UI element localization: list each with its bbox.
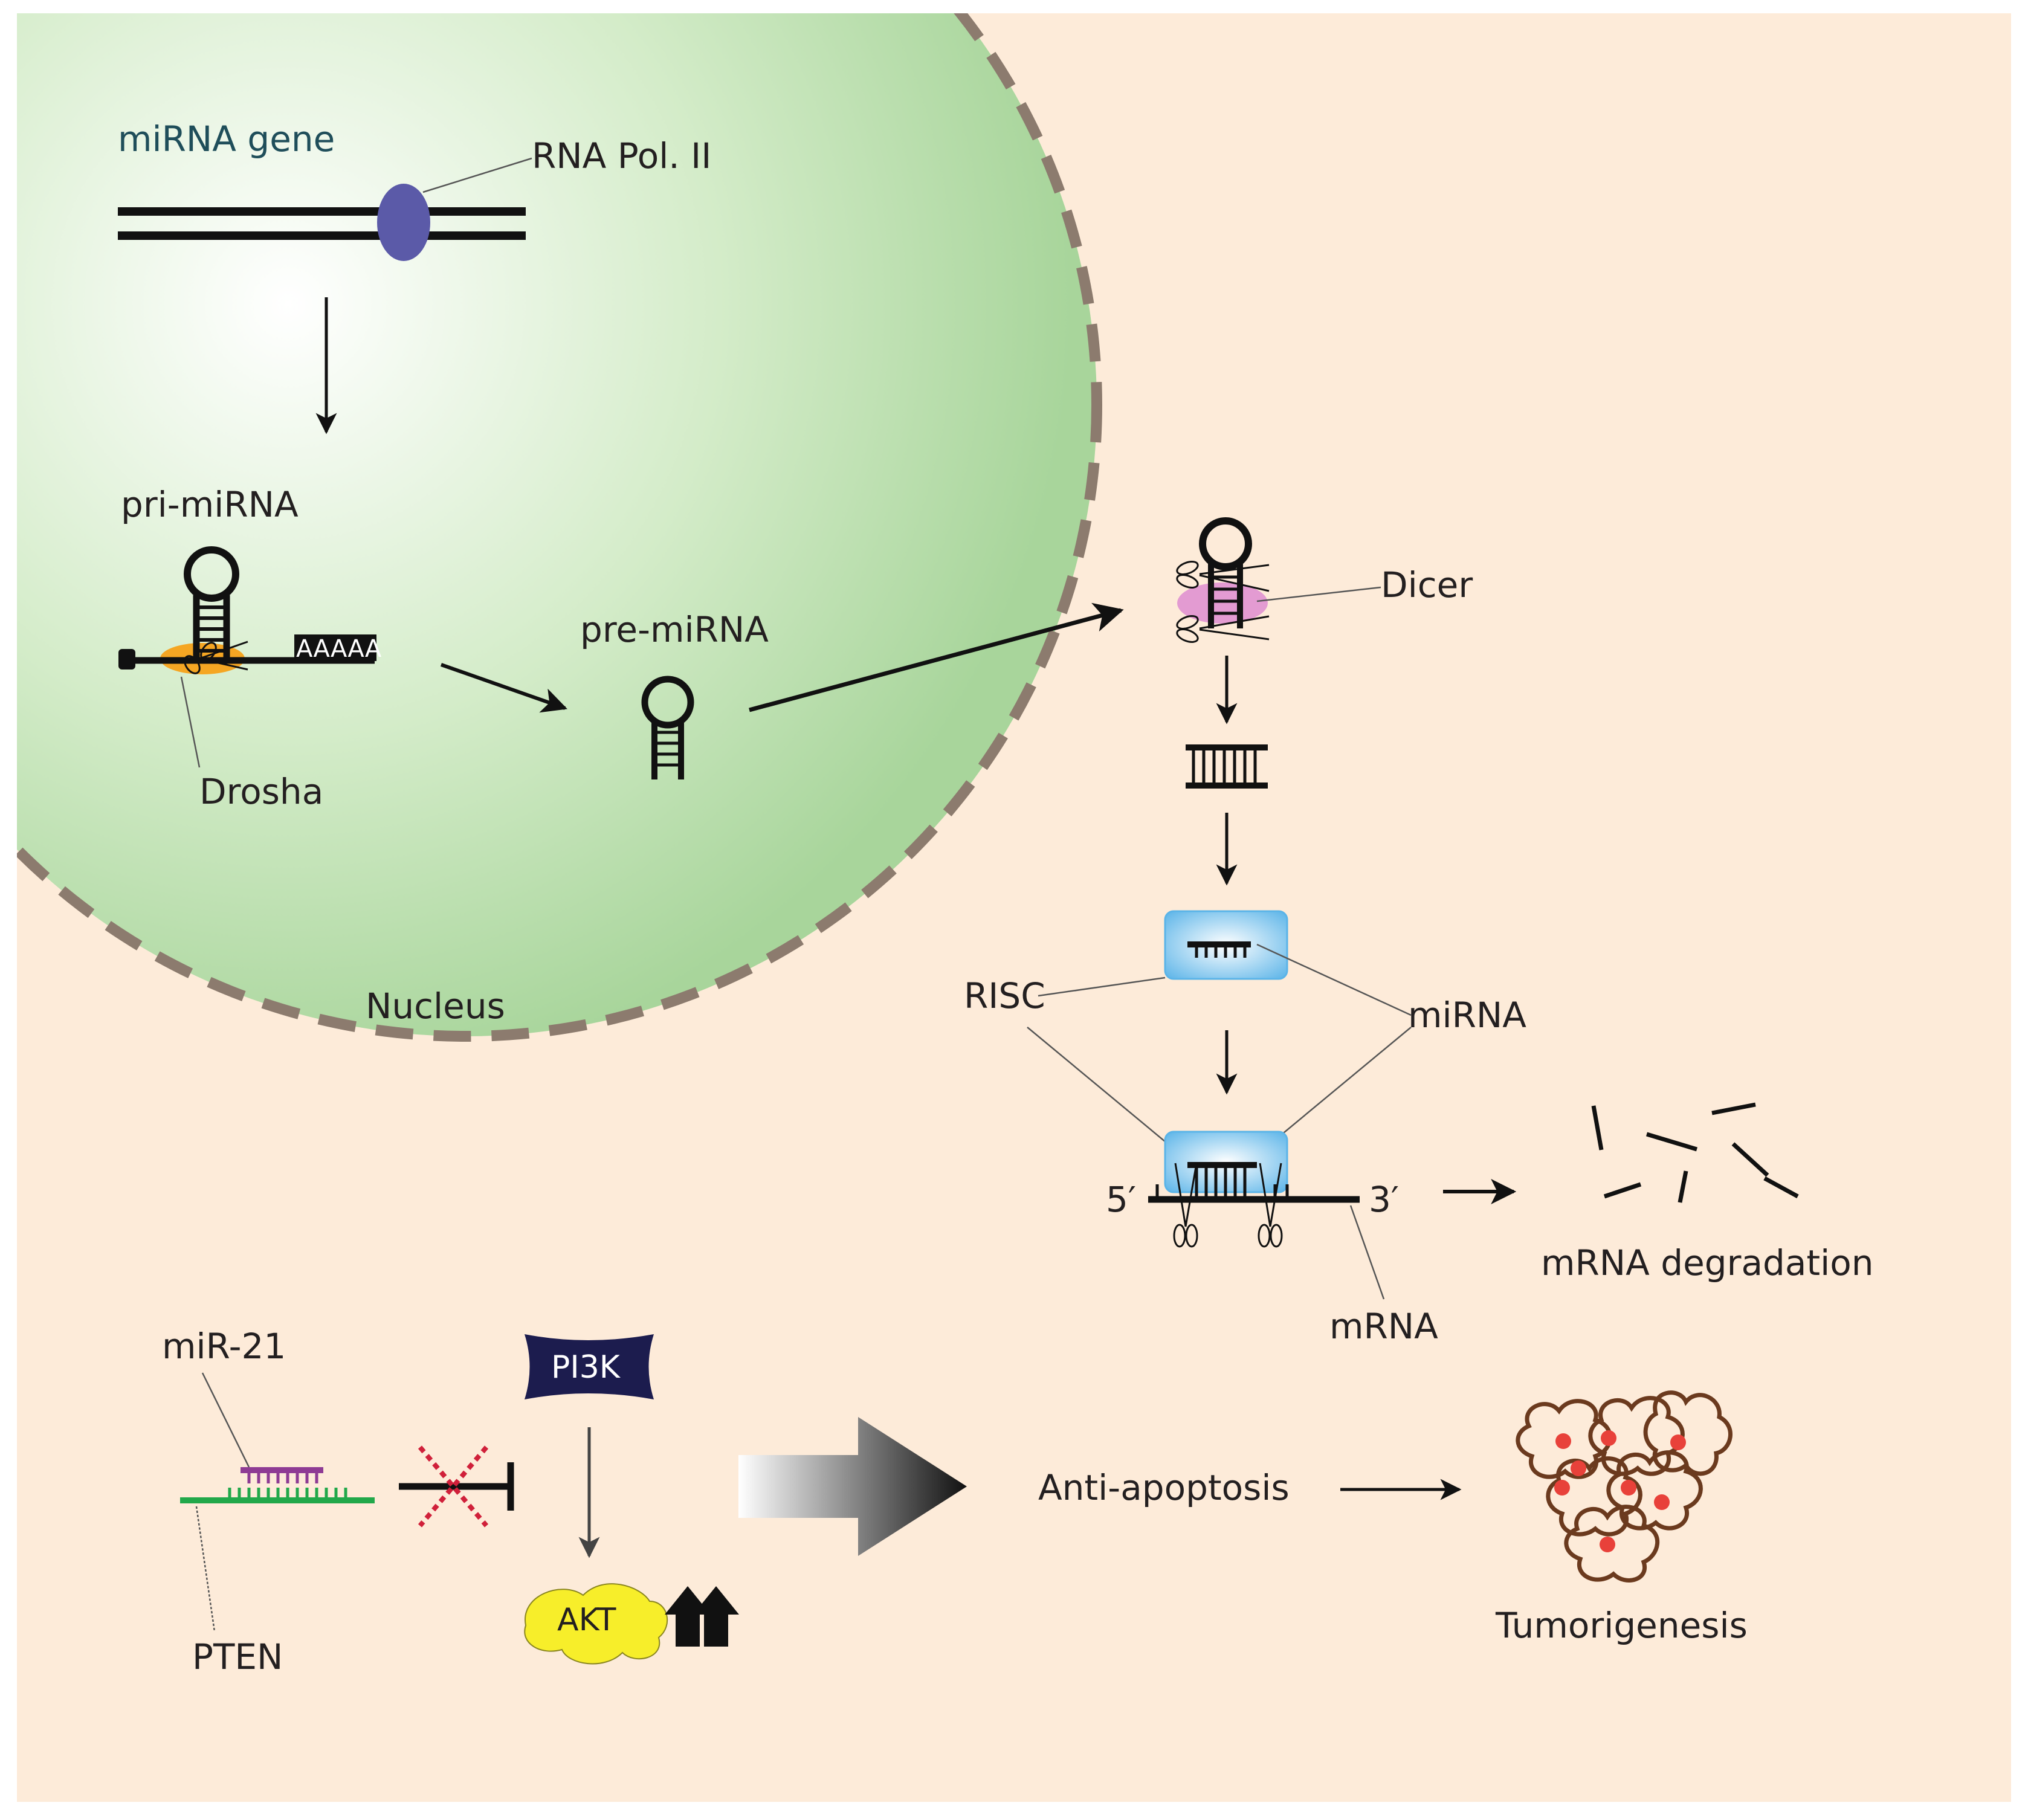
pi3k-icon bbox=[525, 1334, 654, 1399]
tumor-cells-icon bbox=[1516, 1390, 1733, 1583]
polya-tail-label: AAAAA bbox=[296, 635, 382, 663]
risc-mrna-complex-icon bbox=[1148, 1131, 1385, 1300]
dicer-icon bbox=[1177, 582, 1268, 624]
three-prime-label: 3′ bbox=[1369, 1179, 1399, 1220]
mir21-pten-binding-icon bbox=[180, 1467, 375, 1503]
big-gradient-arrow bbox=[738, 1417, 967, 1556]
blocked-inhibition-icon bbox=[399, 1445, 514, 1528]
mrna-fragments-icon bbox=[1591, 1102, 1799, 1203]
nucleus-label: Nucleus bbox=[366, 986, 505, 1027]
arrow-export-to-cytoplasm bbox=[749, 602, 1124, 712]
mir21-label: miR-21 bbox=[162, 1326, 286, 1367]
rna-pol-ii-icon bbox=[377, 184, 430, 261]
mirna-duplex-icon bbox=[1186, 744, 1268, 789]
mir21-callout bbox=[201, 1372, 250, 1468]
akt-label: AKT bbox=[557, 1602, 616, 1638]
pri-mirna-label: pri-miRNA bbox=[121, 484, 299, 525]
pri-mirna-hairpin-icon bbox=[118, 546, 376, 768]
risc-complex-icon bbox=[1164, 910, 1288, 980]
mrna-label: mRNA bbox=[1329, 1306, 1438, 1347]
drosha-label: Drosha bbox=[199, 771, 323, 812]
mirna-gene-label: miRNA gene bbox=[118, 118, 335, 160]
pre-mirna-hairpin-icon bbox=[641, 676, 694, 779]
pre-mirna-label: pre-miRNA bbox=[580, 609, 769, 650]
mrna-degradation-label: mRNA degradation bbox=[1541, 1242, 1873, 1283]
arrow-pri-to-pre bbox=[441, 663, 567, 713]
rna-pol-label: RNA Pol. II bbox=[532, 135, 711, 176]
dicer-label: Dicer bbox=[1381, 564, 1473, 605]
anti-apoptosis-label: Anti-apoptosis bbox=[1038, 1467, 1290, 1508]
pten-label: PTEN bbox=[192, 1636, 283, 1677]
tumorigenesis-label: Tumorigenesis bbox=[1495, 1605, 1748, 1646]
mirna-label: miRNA bbox=[1408, 995, 1526, 1036]
upregulation-icon bbox=[665, 1586, 739, 1647]
mirna-gene-dna bbox=[118, 157, 532, 261]
pi3k-label: PI3K bbox=[551, 1349, 621, 1386]
nucleus bbox=[17, 13, 1102, 1042]
dicer-complex-icon bbox=[1176, 517, 1381, 643]
risc-label: RISC bbox=[964, 975, 1045, 1016]
akt-icon bbox=[524, 1583, 668, 1665]
five-prime-label: 5′ bbox=[1106, 1179, 1136, 1220]
